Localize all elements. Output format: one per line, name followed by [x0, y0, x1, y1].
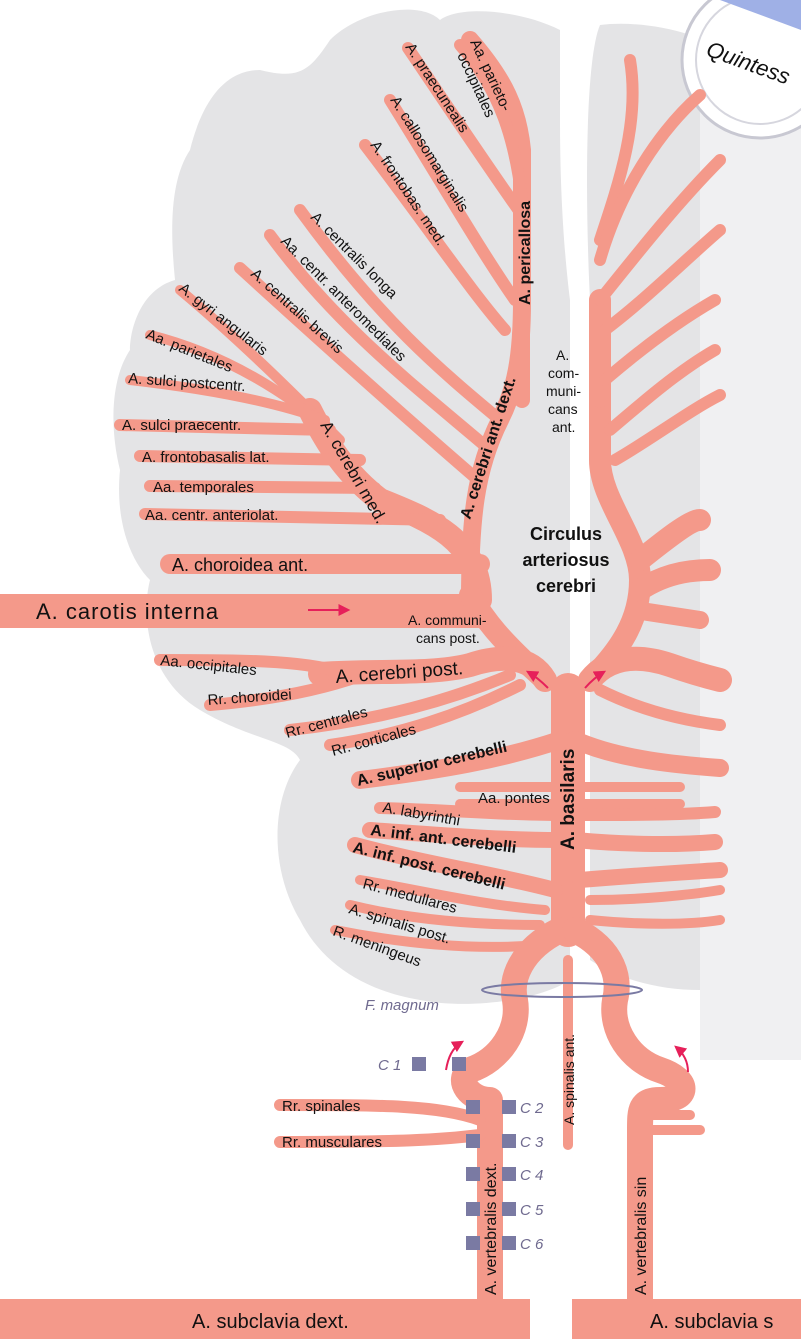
label-f-magnum: F. magnum [365, 997, 439, 1014]
label-comm-post-1: A. communi- [408, 612, 487, 628]
label-pontes: Aa. pontes [478, 790, 550, 807]
vertebra-c5-right [502, 1202, 516, 1216]
vertebra-c6-right [502, 1236, 516, 1250]
label-frontobasalis-lat: A. frontobasalis lat. [142, 449, 270, 466]
label-rr-spinales: Rr. spinales [282, 1098, 360, 1115]
label-carotis-interna: A. carotis interna [36, 599, 219, 624]
label-comm-ant-2: com- [548, 365, 579, 381]
label-spinalis-ant: A. spinalis ant. [561, 1034, 577, 1125]
label-vertebralis-dext: A. vertebralis dext. [483, 1163, 500, 1296]
artery-spinalis-post-r [590, 920, 720, 924]
artery-labyrinthi-r [575, 812, 715, 815]
label-comm-ant-3: muni- [546, 383, 581, 399]
label-c2: C 2 [520, 1100, 544, 1117]
vertebra-c4-right [502, 1167, 516, 1181]
label-basilaris: A. basilaris [558, 749, 579, 850]
vertebra-c1-right [452, 1057, 466, 1071]
vertebra-c3-right [502, 1134, 516, 1148]
label-c6: C 6 [520, 1236, 544, 1253]
vertebra-c5-left [466, 1202, 480, 1216]
vertebra-c6-left [466, 1236, 480, 1250]
label-circulus-2: arteriosus [522, 550, 609, 570]
label-comm-ant-1: A. [556, 347, 569, 363]
artery-inf-ant-cerebelli-r [575, 840, 715, 844]
vertebra-c4-left [466, 1167, 480, 1181]
artery-inf-post-cerebelli-r [580, 870, 720, 880]
artery-right-media-3 [635, 610, 700, 620]
label-subclavia-sin: A. subclavia s [650, 1311, 773, 1333]
label-circulus-3: cerebri [536, 576, 596, 596]
label-circulus-1: Circulus [530, 524, 602, 544]
label-choroidea-ant: A. choroidea ant. [172, 555, 308, 575]
label-temporales: Aa. temporales [153, 479, 254, 496]
label-subclavia-dext: A. subclavia dext. [192, 1311, 349, 1333]
vertebra-c1-left [412, 1057, 426, 1071]
label-vertebralis-sin: A. vertebralis sin [633, 1177, 650, 1295]
label-c5: C 5 [520, 1202, 544, 1219]
label-comm-post-2: cans post. [416, 630, 480, 646]
label-comm-ant-5: ant. [552, 419, 575, 435]
label-c4: C 4 [520, 1167, 543, 1184]
label-comm-ant-4: cans [548, 401, 578, 417]
vertebra-c2-left [466, 1100, 480, 1114]
label-c3: C 3 [520, 1134, 544, 1151]
vertebra-c2-right [502, 1100, 516, 1114]
label-centr-anteriolat: Aa. centr. anteriolat. [145, 507, 278, 524]
label-pericallosa: A. pericallosa [517, 201, 534, 305]
label-c1: C 1 [378, 1057, 401, 1074]
vertebra-c3-left [466, 1134, 480, 1148]
label-rr-musculares: Rr. musculares [282, 1134, 382, 1151]
label-sulci-praecentr: A. sulci praecentr. [122, 417, 241, 434]
